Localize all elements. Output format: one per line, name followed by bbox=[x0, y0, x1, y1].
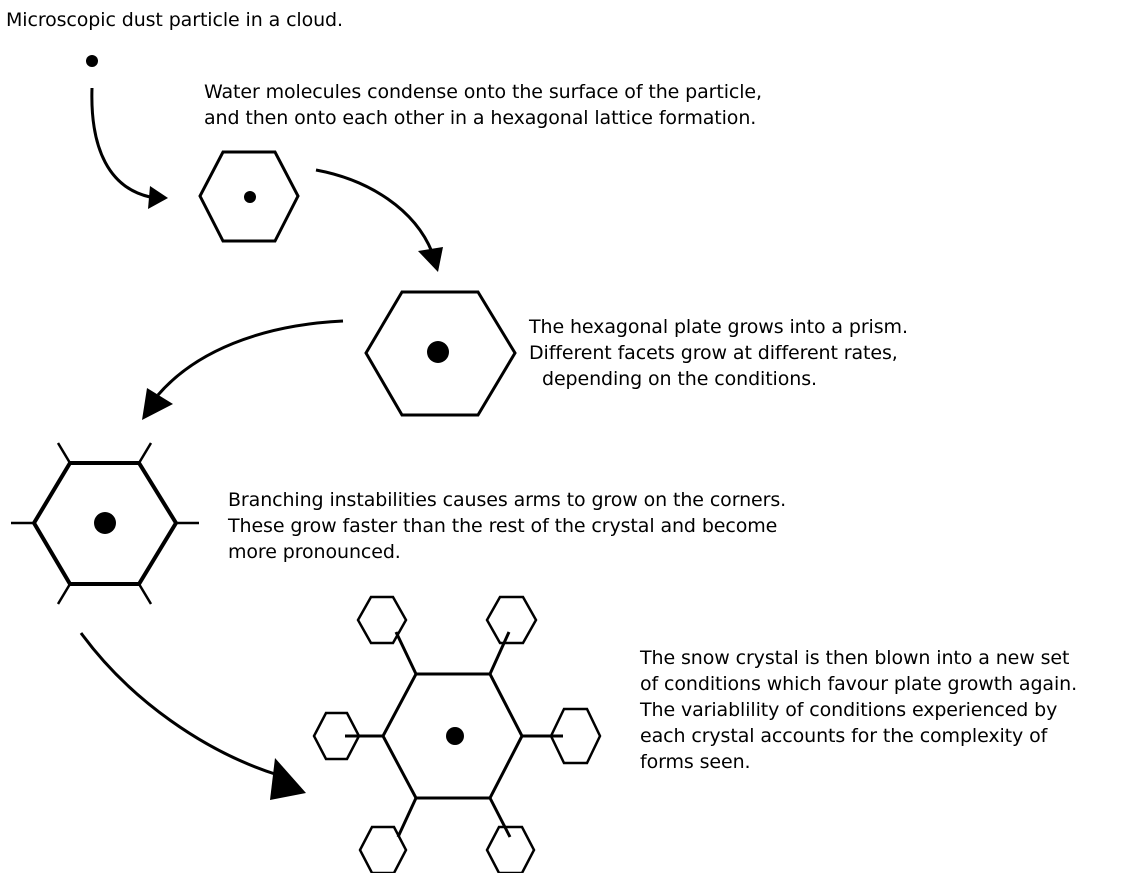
branch-arm bbox=[58, 584, 70, 604]
crystal-arm bbox=[490, 798, 510, 837]
small-hexagon bbox=[200, 152, 298, 241]
arrow-branching-to-snow-crystal bbox=[81, 633, 306, 800]
prism-nucleus bbox=[427, 341, 449, 363]
branch-arm bbox=[139, 584, 151, 604]
branching-hexagon bbox=[11, 443, 199, 604]
crystal-arm bbox=[490, 632, 509, 674]
branch-arm bbox=[139, 443, 151, 463]
hexagon-nucleus bbox=[244, 191, 256, 203]
crystal-arm bbox=[396, 632, 416, 674]
dust-particle bbox=[86, 55, 98, 67]
branching-nucleus bbox=[94, 512, 116, 534]
crystal-arm bbox=[398, 798, 416, 837]
snow-crystal bbox=[314, 597, 600, 873]
snow-crystal-nucleus bbox=[446, 727, 464, 745]
arrow-dust-to-hexagon bbox=[92, 88, 168, 209]
arrow-prism-to-branching bbox=[142, 321, 343, 420]
prism-hexagon bbox=[366, 292, 515, 415]
arm-tip-hexagon bbox=[487, 827, 534, 873]
branch-arm bbox=[58, 443, 70, 463]
arrow-hexagon-to-prism bbox=[316, 170, 443, 272]
arm-tip-hexagon bbox=[487, 597, 536, 643]
